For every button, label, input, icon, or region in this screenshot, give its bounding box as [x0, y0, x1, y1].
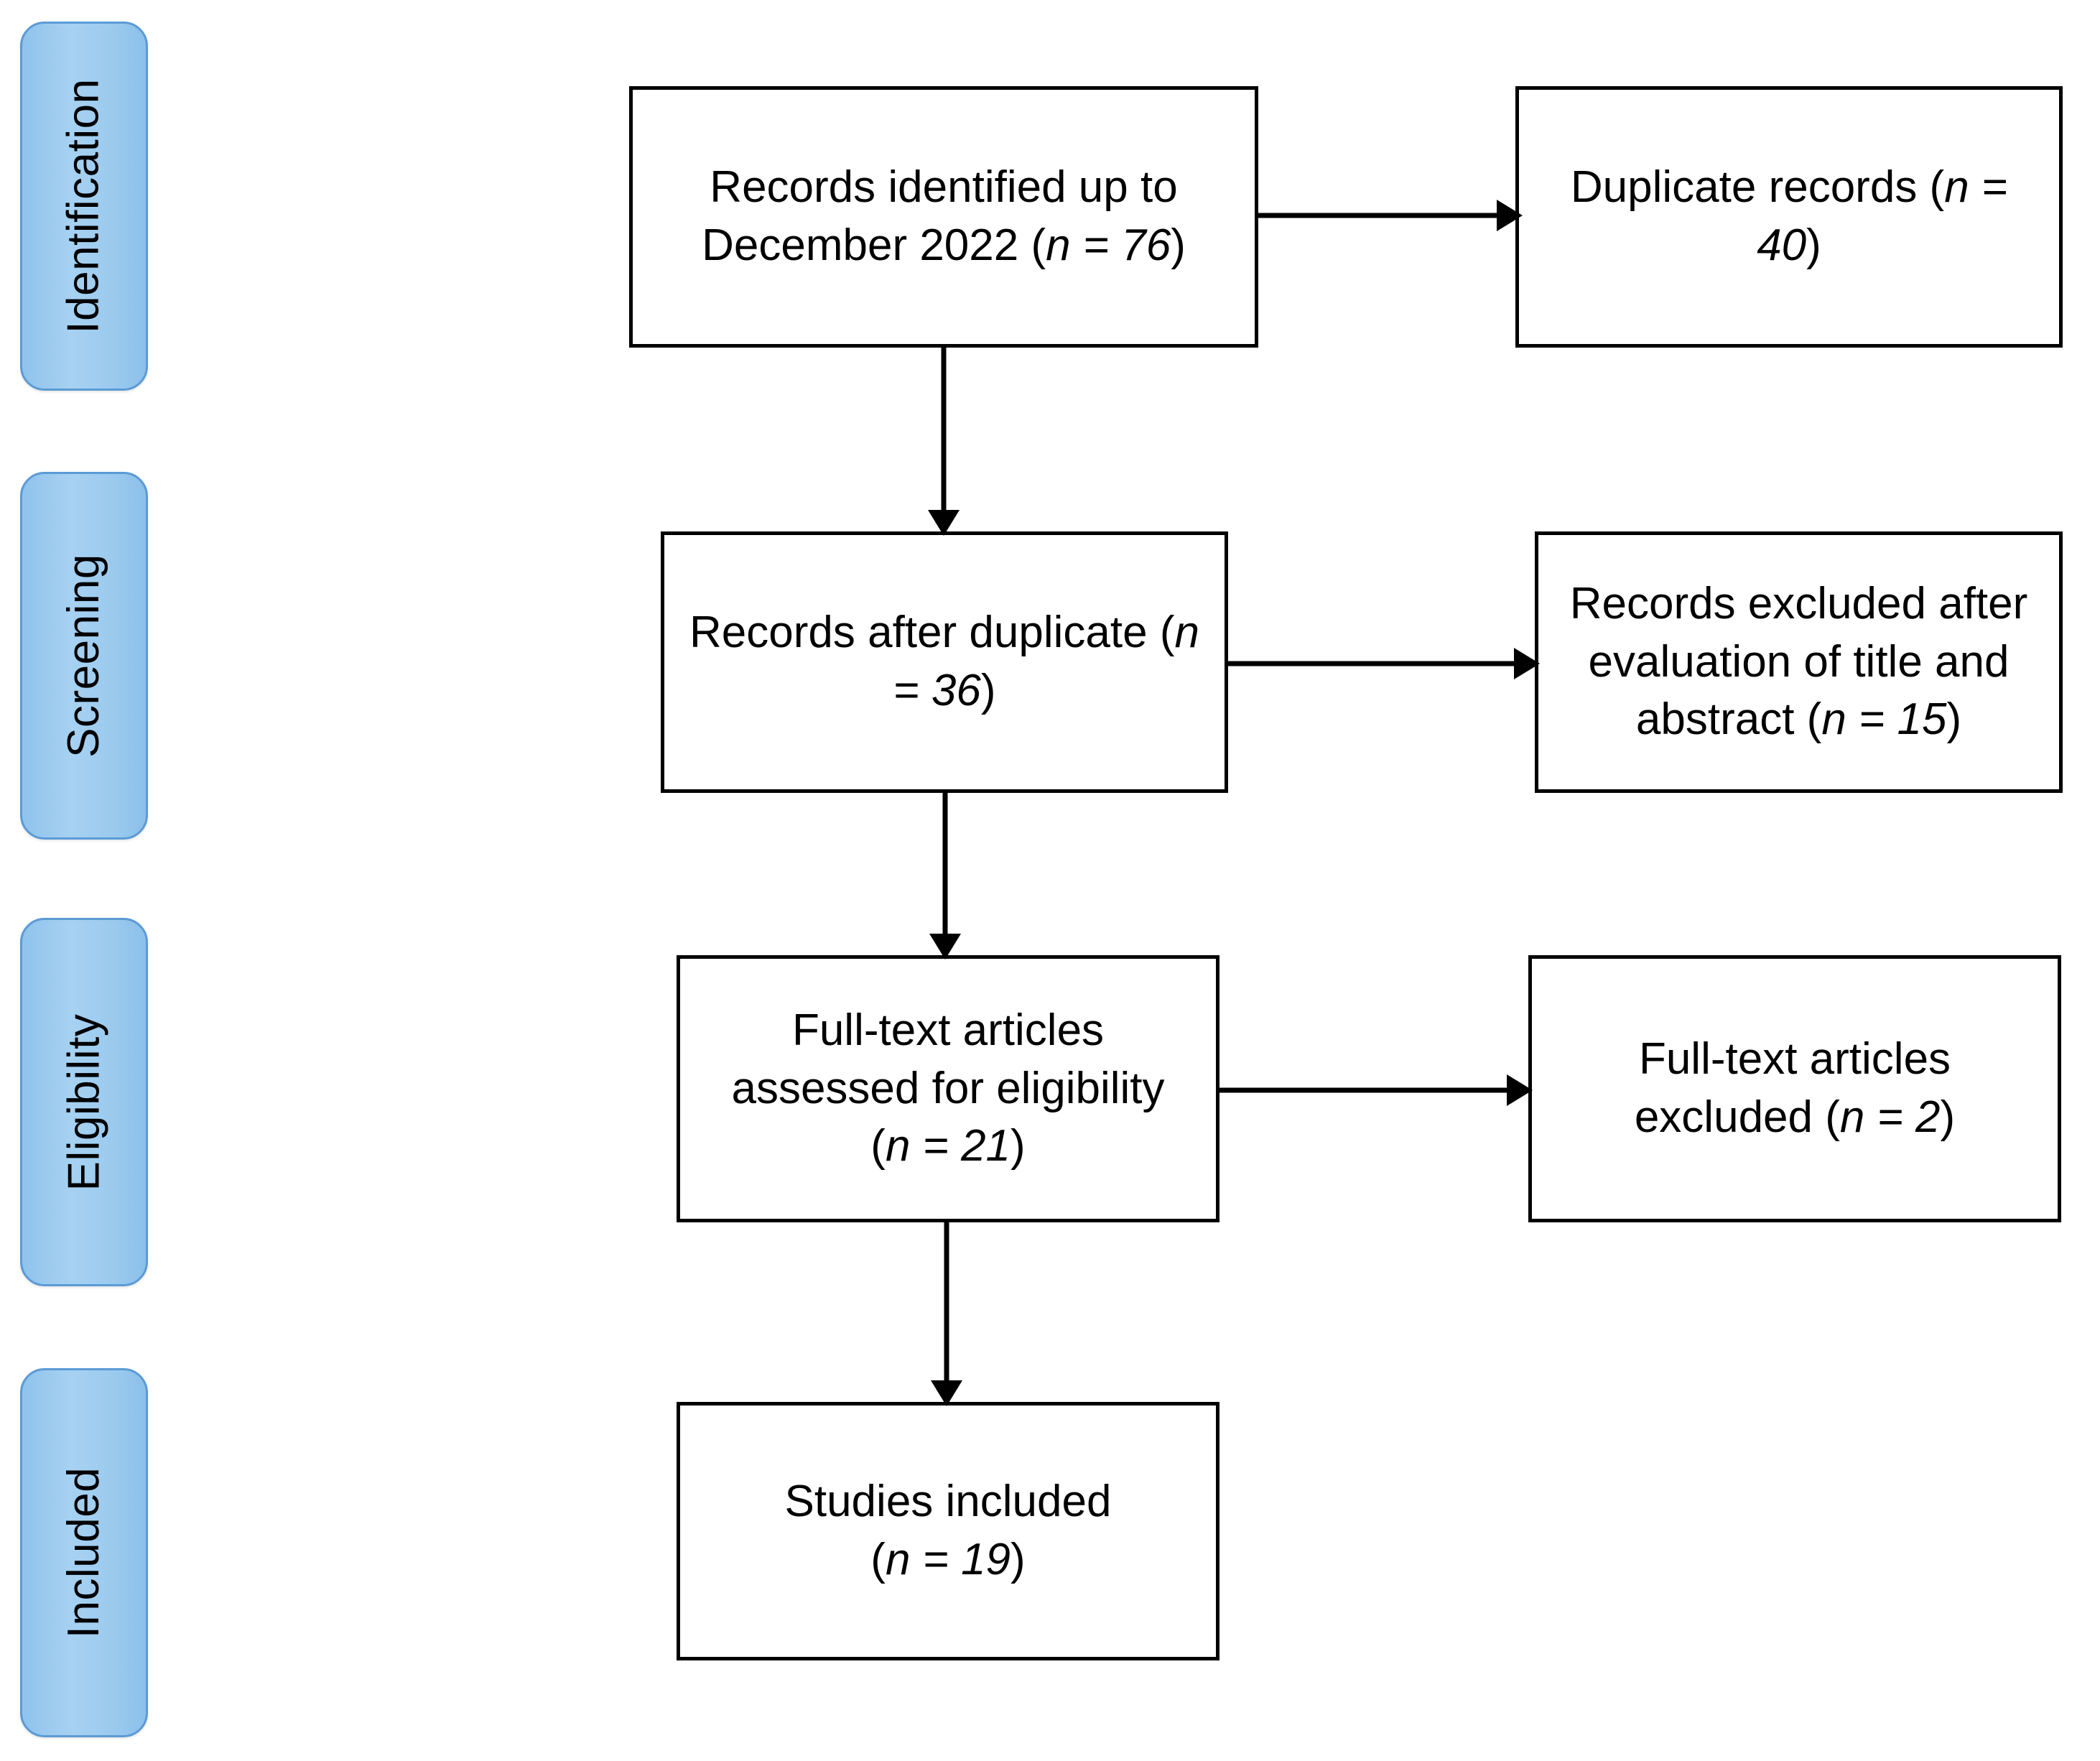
flow-box-records-identified: Records identified up to December 2022 (… — [629, 86, 1258, 348]
connector-fulltext-to-fulltext-excluded — [1217, 1070, 1533, 1110]
flow-box-text: Full-text articles assessed for eligibil… — [731, 1005, 1165, 1171]
stage-pill-screening: Screening — [20, 472, 148, 840]
connector-identified-to-after-duplicate — [924, 348, 964, 536]
flow-box-text: Records identified up to December 2022 (… — [702, 162, 1186, 270]
flow-box-records-after-duplicate: Records after duplicate (n= 36) — [661, 531, 1228, 793]
flow-box-fulltext-assessed: Full-text articles assessed for eligibil… — [677, 955, 1219, 1222]
stage-pill-included: Included — [20, 1368, 148, 1737]
flow-box-duplicate-records: Duplicate records (n = 40) — [1515, 86, 2063, 348]
flow-box-text: Duplicate records (n = 40) — [1570, 162, 2008, 270]
flow-box-studies-included: Studies included(n = 19) — [677, 1402, 1219, 1660]
flow-box-text: Full-text articles excluded (n = 2) — [1634, 1034, 1956, 1142]
flow-box-text: Records after duplicate (n= 36) — [689, 608, 1199, 715]
stage-pill-identification: Identification — [20, 22, 148, 391]
stage-label-screening: Screening — [59, 554, 108, 758]
connector-identified-to-duplicates — [1255, 195, 1523, 236]
flow-box-records-excluded-title-abstract: Records excluded after evaluation of tit… — [1535, 531, 2063, 793]
flow-box-text: Records excluded after evaluation of tit… — [1569, 579, 2028, 745]
connector-fulltext-to-studies-included — [926, 1221, 967, 1406]
stage-label-eligibility: Eligibility — [59, 1013, 109, 1191]
connector-after-duplicate-to-excluded — [1225, 643, 1540, 684]
connector-after-duplicate-to-fulltext — [925, 793, 965, 960]
flow-box-fulltext-excluded: Full-text articles excluded (n = 2) — [1528, 955, 2061, 1222]
stage-label-identification: Identification — [59, 78, 108, 334]
stage-pill-eligibility: Eligibility — [20, 918, 148, 1286]
stage-label-included: Included — [59, 1467, 109, 1639]
flow-box-text: Studies included(n = 19) — [784, 1477, 1112, 1584]
